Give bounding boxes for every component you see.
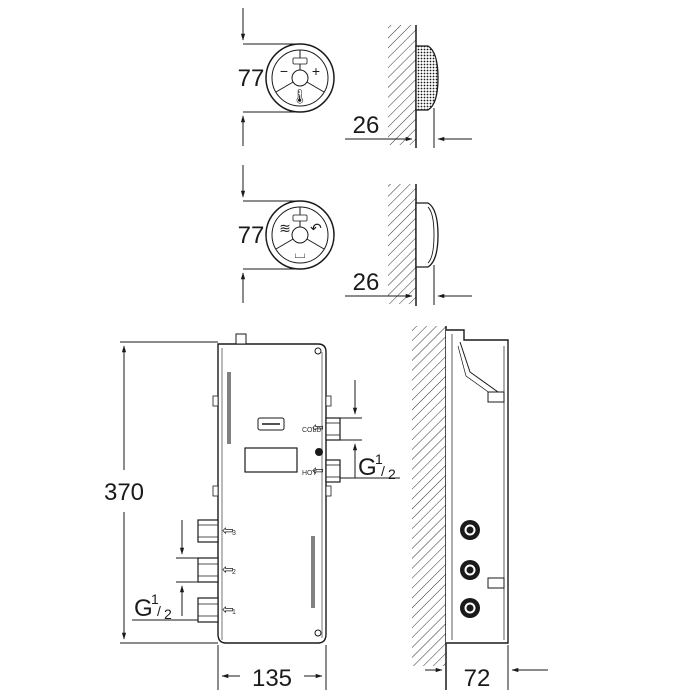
top-diameter-label: 77 xyxy=(238,65,265,92)
valve-box-side-view: 72 xyxy=(412,326,548,692)
arrow-icon: ⇦ xyxy=(312,419,324,435)
box-depth-label: 72 xyxy=(464,665,491,692)
fitting-top xyxy=(460,520,480,540)
hot-label: HOT xyxy=(302,470,318,477)
top-depth-label: 26 xyxy=(353,112,380,139)
outlet-2-label: 2 xyxy=(232,569,236,576)
left-thread-denominator: 2 xyxy=(164,606,172,622)
outlet-1-label: 1 xyxy=(232,609,236,616)
middle-control-front-view: 77 ≋ ↶ ⌴ xyxy=(238,165,335,303)
top-control-side-view: 26 xyxy=(345,25,472,148)
arrow-icon: ⇦ xyxy=(312,462,324,478)
shower-icon: ≋ xyxy=(279,220,291,236)
cold-label: COLD xyxy=(302,427,321,434)
top-control-front-view: 77 − + 🌡 xyxy=(238,8,335,146)
box-height-label: 370 xyxy=(104,479,144,506)
outlet-2-connector xyxy=(197,557,219,583)
arrow-icon: ⇦ xyxy=(222,522,234,538)
svg-text:/: / xyxy=(381,463,385,479)
svg-text:/: / xyxy=(157,603,161,619)
return-icon: ↶ xyxy=(310,220,322,236)
outlet-1-connector xyxy=(197,597,219,623)
valve-box-front-view: 370 COLD HOT ⇦ ⇦ xyxy=(104,333,400,692)
right-thread-denominator: 2 xyxy=(388,466,396,482)
middle-diameter-label: 77 xyxy=(238,222,265,249)
cold-connector xyxy=(325,417,341,441)
arrow-icon: ⇦ xyxy=(222,561,234,577)
arrow-icon: ⇦ xyxy=(222,601,234,617)
right-thread-base: G xyxy=(358,454,377,481)
plus-icon: + xyxy=(312,63,320,79)
left-thread-numerator: 1 xyxy=(151,591,159,607)
outlet-3-connector xyxy=(197,519,219,543)
label-window xyxy=(244,447,298,473)
right-thread-numerator: 1 xyxy=(375,451,383,467)
middle-depth-label: 26 xyxy=(353,269,380,296)
logo-icon xyxy=(292,57,308,65)
box-width-label: 135 xyxy=(252,665,292,692)
logo-icon xyxy=(292,214,308,222)
minus-icon: − xyxy=(280,63,288,79)
outlet-3-label: 3 xyxy=(232,530,236,537)
middle-control-side-view: 26 xyxy=(345,184,472,306)
fitting-bottom xyxy=(460,598,480,618)
fitting-middle xyxy=(460,560,480,580)
tub-icon: ⌴ xyxy=(294,245,305,261)
hot-connector xyxy=(325,459,341,483)
left-thread-base: G xyxy=(134,595,153,622)
thermometer-icon: 🌡 xyxy=(291,88,309,104)
